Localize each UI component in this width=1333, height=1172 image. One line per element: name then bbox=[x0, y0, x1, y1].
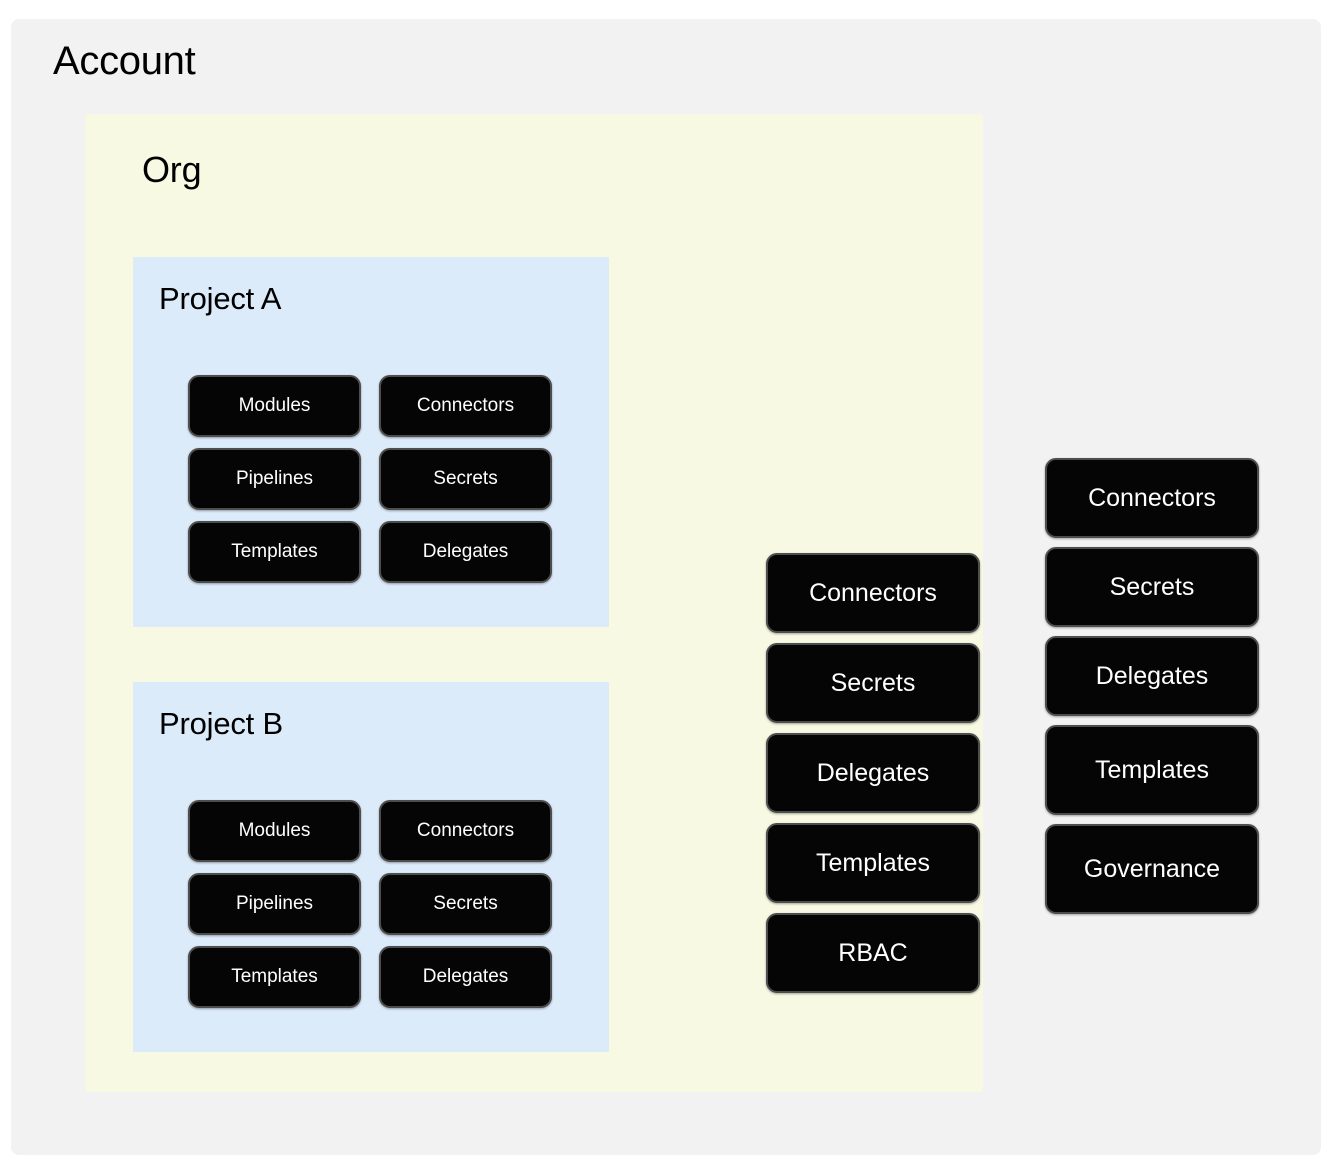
project-b-panel: Project B Modules Connectors Pipelines S… bbox=[133, 682, 609, 1052]
project-a-resource-modules[interactable]: Modules bbox=[188, 375, 361, 437]
project-a-resource-secrets[interactable]: Secrets bbox=[379, 448, 552, 510]
org-scope-panel: Org Project A Modules Connectors Pipelin… bbox=[85, 114, 983, 1092]
project-b-resource-delegates[interactable]: Delegates bbox=[379, 946, 552, 1008]
account-resource-connectors[interactable]: Connectors bbox=[1045, 458, 1259, 538]
org-title: Org bbox=[142, 149, 202, 190]
account-resource-delegates[interactable]: Delegates bbox=[1045, 636, 1259, 716]
account-resource-column: Connectors Secrets Delegates Templates G… bbox=[1045, 458, 1259, 914]
project-a-resource-connectors[interactable]: Connectors bbox=[379, 375, 552, 437]
account-resource-templates[interactable]: Templates bbox=[1045, 725, 1259, 815]
org-resource-rbac[interactable]: RBAC bbox=[766, 913, 980, 993]
project-a-resource-pipelines[interactable]: Pipelines bbox=[188, 448, 361, 510]
project-a-title: Project A bbox=[159, 281, 282, 316]
org-resource-delegates[interactable]: Delegates bbox=[766, 733, 980, 813]
project-a-panel: Project A Modules Connectors Pipelines S… bbox=[133, 257, 609, 627]
org-resource-templates[interactable]: Templates bbox=[766, 823, 980, 903]
project-a-resource-templates[interactable]: Templates bbox=[188, 521, 361, 583]
project-b-title: Project B bbox=[159, 706, 283, 741]
account-title: Account bbox=[53, 39, 196, 83]
account-resource-secrets[interactable]: Secrets bbox=[1045, 547, 1259, 627]
account-scope-panel: Account Org Project A Modules Connectors… bbox=[11, 19, 1321, 1155]
project-b-resource-modules[interactable]: Modules bbox=[188, 800, 361, 862]
org-resource-connectors[interactable]: Connectors bbox=[766, 553, 980, 633]
project-b-resource-grid: Modules Connectors Pipelines Secrets Tem… bbox=[188, 800, 552, 1008]
project-b-resource-connectors[interactable]: Connectors bbox=[379, 800, 552, 862]
project-b-resource-templates[interactable]: Templates bbox=[188, 946, 361, 1008]
project-a-resource-grid: Modules Connectors Pipelines Secrets Tem… bbox=[188, 375, 552, 583]
project-b-resource-pipelines[interactable]: Pipelines bbox=[188, 873, 361, 935]
project-b-resource-secrets[interactable]: Secrets bbox=[379, 873, 552, 935]
org-resource-secrets[interactable]: Secrets bbox=[766, 643, 980, 723]
project-a-resource-delegates[interactable]: Delegates bbox=[379, 521, 552, 583]
org-resource-column: Connectors Secrets Delegates Templates R… bbox=[766, 553, 980, 993]
account-resource-governance[interactable]: Governance bbox=[1045, 824, 1259, 914]
